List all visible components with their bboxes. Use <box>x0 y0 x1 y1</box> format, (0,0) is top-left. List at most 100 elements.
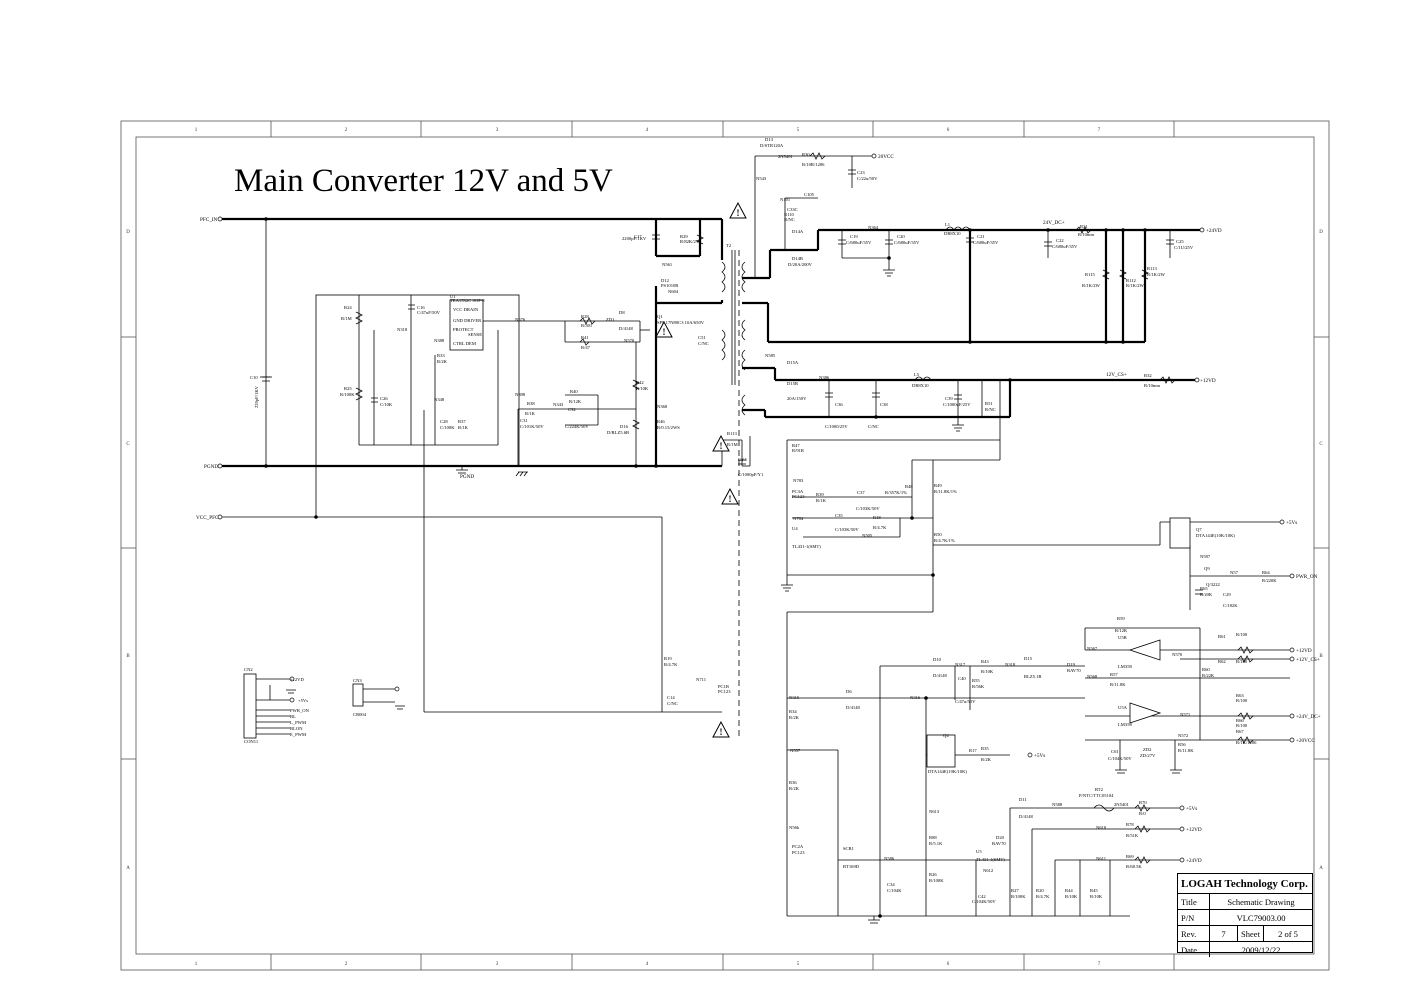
label-parts-n586: N586 <box>884 856 895 861</box>
label-parts-r65-v: R/20K <box>1200 592 1213 597</box>
label-parts-n784: N784 <box>793 516 804 521</box>
label-parts-n611: N611 <box>1096 856 1107 861</box>
label-parts-r35: R35 <box>981 746 989 751</box>
label-parts-d12-v: PS1010R <box>661 283 679 288</box>
label-parts-c25-v: C/1U/25V <box>1174 245 1194 250</box>
label-parts-c20: C20 <box>897 234 905 239</box>
label-parts-n364: N364 <box>868 225 879 230</box>
label-parts-u5b-v: LM358 <box>1118 664 1132 669</box>
label-parts-n57: N57 <box>1230 570 1239 575</box>
component-glyphs <box>260 152 1254 864</box>
label-parts-n318: N318 <box>397 327 408 332</box>
label-parts-c51-v: C/NC <box>698 341 709 346</box>
label-parts-r78: R78 <box>1126 822 1134 827</box>
title-block: LOGAH Technology Corp. Title Schematic D… <box>1177 873 1313 957</box>
label-parts-r47: R47 <box>792 443 800 448</box>
label-parts-r31-v: R/10mm <box>1078 232 1095 237</box>
net-5vs: +5Vs <box>1286 520 1297 526</box>
zone-col-7: 7 <box>1098 128 1101 133</box>
label-parts-r42-v: R/10K <box>636 386 649 391</box>
label-parts-r24: R24 <box>344 305 352 310</box>
label-parts-r62: R62 <box>1218 659 1226 664</box>
label-parts-r59-v: R/12K <box>1115 628 1128 633</box>
label-parts-d6-v: D/4148 <box>846 705 860 710</box>
label-parts-r29: R29 <box>680 234 688 239</box>
label-parts-c40-v: C/47u/50V <box>955 699 976 704</box>
label-parts-r34: R34 <box>789 709 797 714</box>
label-parts-d10: D10 <box>933 657 942 662</box>
label-parts-c28-v: C/100K <box>440 425 455 430</box>
label-parts-q4-v: DTA144E(10K/10K) <box>928 769 967 774</box>
label-parts-r35-v: R/2K <box>981 757 992 762</box>
label-parts-r88: R88 <box>929 835 937 840</box>
label-parts-u1-p1: VCC DRAIN <box>453 307 479 312</box>
label-parts-d16-v: D/RLZ5.6B <box>607 430 629 435</box>
label-parts-c51: C51 <box>698 335 706 340</box>
label-parts-scr1: SCR1 <box>843 846 855 851</box>
label-parts-n570: N570 <box>624 338 635 343</box>
label-parts-c21: C21 <box>977 234 985 239</box>
label-parts-r62-v: R/100 <box>1236 659 1248 664</box>
label-parts-zd1: ZD1 <box>606 317 615 322</box>
label-parts-r32: R32 <box>1144 373 1152 378</box>
label-parts-nsp: 2N5401 <box>1114 802 1130 807</box>
label-parts-c10-v: 220pF/1KV <box>254 385 259 408</box>
label-parts-c19-v: C/680uF/35V <box>846 240 872 245</box>
zone-row-b: B <box>126 654 130 659</box>
label-parts-r20: R20 <box>1036 888 1044 893</box>
label-parts-r43: R43 <box>981 659 989 664</box>
label-parts-r113b: R113 <box>727 431 737 436</box>
pn-value: VLC79003.00 <box>1236 912 1286 923</box>
label-parts-c23-v: C/22u/50V <box>857 176 878 181</box>
label-parts-u1-p3: PROTECT <box>453 327 474 332</box>
hazard-symbols <box>655 201 747 738</box>
label-parts-n386: N386 <box>819 375 830 380</box>
label-parts-r46: R46 <box>657 419 665 424</box>
label-parts-u5a-v: LM358 <box>1118 722 1132 727</box>
zone-col-7b: 7 <box>1098 962 1101 967</box>
zone-col-2b: 2 <box>345 962 348 967</box>
label-parts-scr1-v: BT169D <box>843 864 860 869</box>
net-pgnd: PGND <box>204 464 218 470</box>
label-parts-t2: T2 <box>726 243 732 248</box>
hazard-icon-3 <box>721 487 739 505</box>
label-parts-cn3-v: CR004 <box>353 712 367 717</box>
label-parts-c37: C37 <box>857 490 865 495</box>
label-parts-d14-v: D/20A/200V <box>788 262 813 267</box>
zone-col-4b: 4 <box>646 962 649 967</box>
label-parts-d15-v: 20A/150V <box>787 396 807 401</box>
net-vcc-pfc: VCC_PFC <box>196 515 219 521</box>
net-12vd-c: +12VD <box>1186 827 1202 833</box>
label-parts-r37: R37 <box>458 419 466 424</box>
label-parts-d14a: D14A <box>792 229 804 234</box>
label-parts-r25: R25 <box>344 386 352 391</box>
label-parts-r17: R17 <box>969 748 977 753</box>
net-24v-dc: 24V_DC+ <box>1043 220 1065 226</box>
label-parts-zd2: ZD2 <box>1143 747 1152 752</box>
label-parts-u1-p2: GND DRIVER <box>453 318 482 323</box>
label-parts-c36: C36 <box>835 402 843 407</box>
label-parts-n588: N588 <box>1052 802 1063 807</box>
label-parts-n561: N561 <box>662 262 673 267</box>
label-parts-c38: C38 <box>880 402 888 407</box>
label-parts-r65: R65 <box>1200 586 1208 591</box>
label-parts-d19: D19 <box>1067 662 1076 667</box>
label-parts-r115: R115 <box>1085 272 1095 277</box>
label-parts-r28-v: R/301 <box>581 323 593 328</box>
label-parts-cy4: CY4 <box>738 457 747 462</box>
zone-col-3: 3 <box>496 128 499 133</box>
label-parts-pc2a: PC2A <box>792 844 804 849</box>
label-parts-r36-v: R/2K <box>789 786 800 791</box>
label-parts-d10-v: D/4148 <box>933 673 947 678</box>
label-parts-r40: R40 <box>570 389 578 394</box>
label-parts-c36-v: C/1000/25V <box>825 424 848 429</box>
hazard-marks: !! !!! <box>663 208 740 737</box>
primary-bus <box>222 217 1200 468</box>
label-parts-c61: C61 <box>1111 749 1119 754</box>
label-parts-l1: L1 <box>945 222 951 227</box>
zone-col-5: 5 <box>797 128 800 133</box>
label-parts-n568: N568 <box>1087 674 1098 679</box>
label-parts-c22: C22 <box>1056 238 1064 243</box>
label-parts-r57-v: R/11.8K <box>1110 682 1126 687</box>
label-parts-r51-v: R/NC <box>985 407 996 412</box>
